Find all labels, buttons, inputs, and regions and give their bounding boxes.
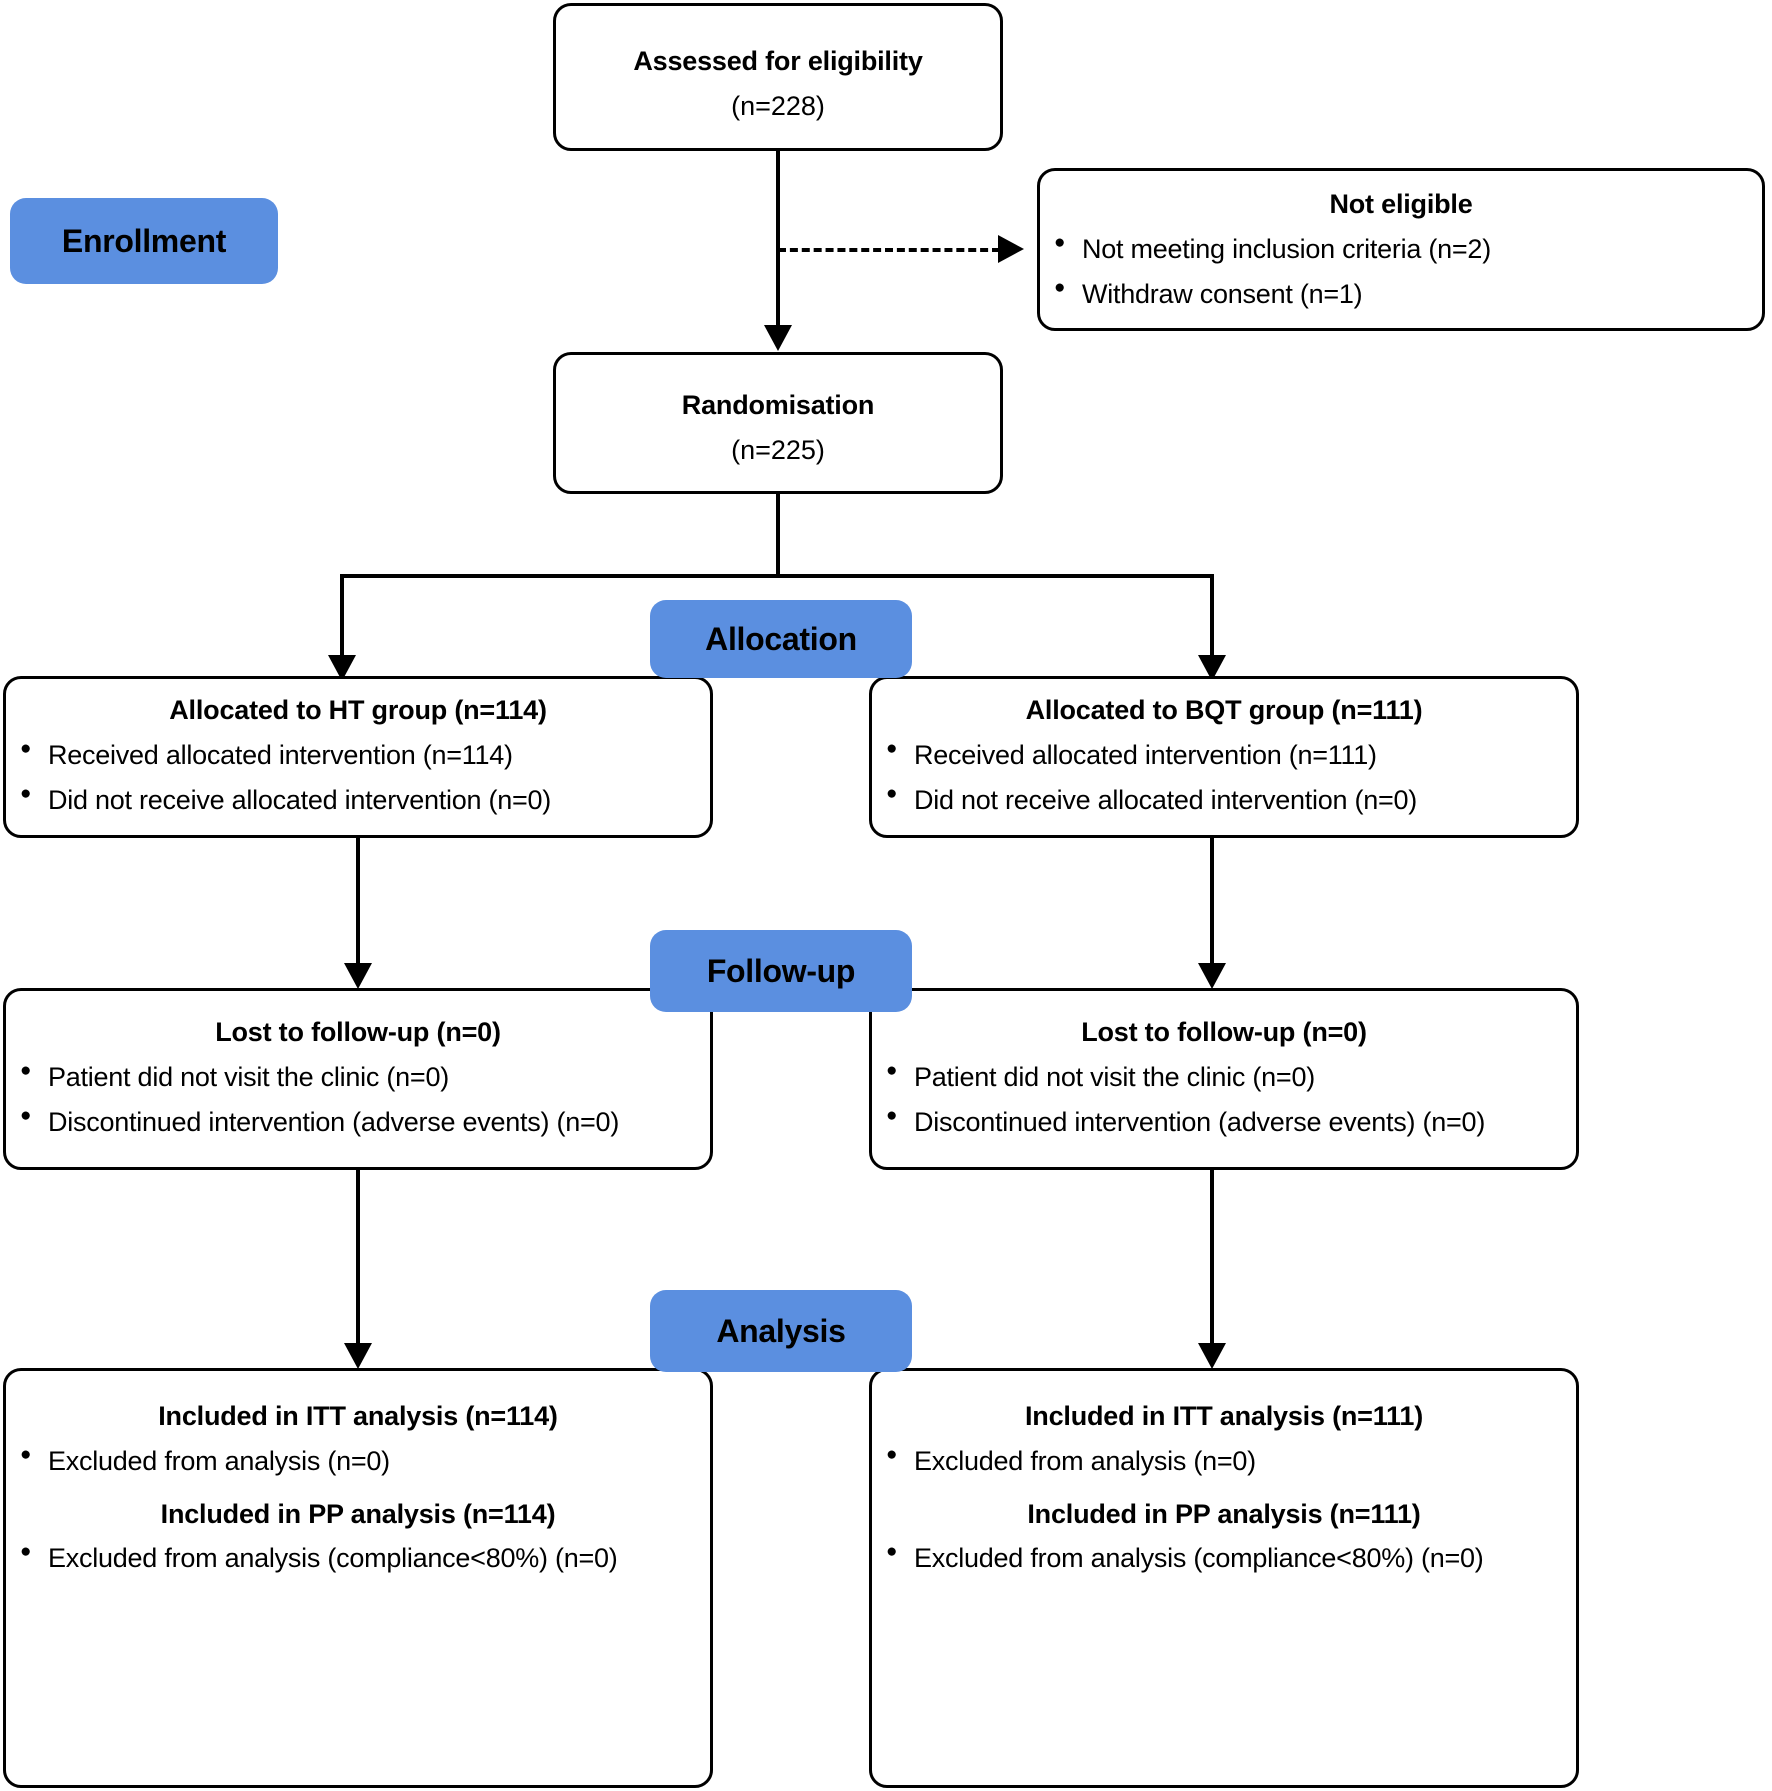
arrowhead-followup-left — [344, 963, 372, 989]
node-assessed-for-eligibility: Assessed for eligibility (n=228) — [553, 3, 1003, 151]
node-not-eligible: Not eligible Not meeting inclusion crite… — [1037, 168, 1765, 331]
node-allocation-right: Allocated to BQT group (n=111) Received … — [869, 676, 1579, 838]
phase-badge-enrollment: Enrollment — [10, 198, 278, 284]
list-item: Received allocated intervention (n=111) — [872, 737, 1576, 773]
phase-badge-enrollment-label: Enrollment — [61, 222, 227, 259]
node-not-eligible-title: Not eligible — [1329, 189, 1473, 219]
phase-badge-allocation-label: Allocation — [705, 620, 857, 657]
node-analysis-left-itt-list: Excluded from analysis (n=0) — [6, 1443, 710, 1479]
connector-split-left — [340, 574, 344, 660]
node-analysis-left-itt-title: Included in ITT analysis (n=114) — [158, 1401, 558, 1431]
node-followup-left: Lost to follow-up (n=0) Patient did not … — [3, 988, 713, 1170]
arrowhead-randomisation — [764, 325, 792, 351]
list-item: Did not receive allocated intervention (… — [872, 782, 1576, 818]
node-analysis-right-pp-title: Included in PP analysis (n=111) — [1027, 1498, 1421, 1529]
node-followup-right-list: Patient did not visit the clinic (n=0) D… — [872, 1059, 1576, 1140]
node-analysis-right-pp-list: Excluded from analysis (compliance<80%) … — [872, 1540, 1576, 1576]
connector-assessed-to-randomisation — [776, 151, 780, 329]
list-item: Received allocated intervention (n=114) — [6, 737, 710, 773]
connector-split-right — [1210, 574, 1214, 660]
node-allocation-right-title: Allocated to BQT group (n=111) — [1025, 695, 1423, 725]
node-followup-right: Lost to follow-up (n=0) Patient did not … — [869, 988, 1579, 1170]
node-followup-left-list: Patient did not visit the clinic (n=0) D… — [6, 1059, 710, 1140]
phase-badge-followup-label: Follow-up — [706, 952, 856, 989]
node-analysis-right: Included in ITT analysis (n=111) Exclude… — [869, 1368, 1579, 1788]
phase-badge-followup: Follow-up — [650, 930, 912, 1012]
list-item: Discontinued intervention (adverse event… — [872, 1104, 1576, 1140]
phase-badge-allocation: Allocation — [650, 600, 912, 678]
connector-randomisation-stem — [776, 494, 780, 576]
node-assessed-subtitle: (n=228) — [731, 90, 825, 121]
node-analysis-right-itt-list: Excluded from analysis (n=0) — [872, 1443, 1576, 1479]
arrowhead-followup-right — [1198, 963, 1226, 989]
connector-assessed-to-not-eligible — [778, 248, 1000, 252]
list-item: Excluded from analysis (compliance<80%) … — [872, 1540, 1576, 1576]
list-item: Not meeting inclusion criteria (n=2) — [1040, 231, 1762, 267]
list-item: Withdraw consent (n=1) — [1040, 276, 1762, 312]
node-followup-right-title: Lost to follow-up (n=0) — [1081, 1017, 1367, 1047]
list-item: Discontinued intervention (adverse event… — [6, 1104, 710, 1140]
node-allocation-left-title: Allocated to HT group (n=114) — [169, 695, 547, 725]
phase-badge-analysis: Analysis — [650, 1290, 912, 1372]
arrowhead-analysis-right — [1198, 1343, 1226, 1369]
list-item: Excluded from analysis (n=0) — [872, 1443, 1576, 1479]
list-item: Excluded from analysis (n=0) — [6, 1443, 710, 1479]
node-analysis-left: Included in ITT analysis (n=114) Exclude… — [3, 1368, 713, 1788]
list-item: Patient did not visit the clinic (n=0) — [872, 1059, 1576, 1095]
node-analysis-right-itt-title: Included in ITT analysis (n=111) — [1025, 1401, 1423, 1431]
node-assessed-title: Assessed for eligibility — [633, 46, 923, 76]
connector-allocation-left-to-followup — [356, 838, 360, 968]
node-not-eligible-list: Not meeting inclusion criteria (n=2) Wit… — [1040, 231, 1762, 312]
list-item: Excluded from analysis (compliance<80%) … — [6, 1540, 710, 1576]
arrowhead-analysis-left — [344, 1343, 372, 1369]
connector-followup-right-to-analysis — [1210, 1170, 1214, 1348]
node-randomisation: Randomisation (n=225) — [553, 352, 1003, 494]
connector-randomisation-split — [340, 574, 1214, 578]
list-item: Did not receive allocated intervention (… — [6, 782, 710, 818]
node-followup-left-title: Lost to follow-up (n=0) — [215, 1017, 501, 1047]
node-allocation-left: Allocated to HT group (n=114) Received a… — [3, 676, 713, 838]
node-randomisation-subtitle: (n=225) — [731, 434, 825, 465]
phase-badge-analysis-label: Analysis — [716, 1312, 846, 1349]
node-allocation-left-list: Received allocated intervention (n=114) … — [6, 737, 710, 818]
connector-followup-left-to-analysis — [356, 1170, 360, 1348]
connector-allocation-right-to-followup — [1210, 838, 1214, 968]
node-analysis-left-pp-title: Included in PP analysis (n=114) — [160, 1498, 556, 1529]
node-randomisation-title: Randomisation — [681, 390, 875, 420]
list-item: Patient did not visit the clinic (n=0) — [6, 1059, 710, 1095]
arrowhead-not-eligible — [998, 235, 1024, 263]
node-allocation-right-list: Received allocated intervention (n=111) … — [872, 737, 1576, 818]
node-analysis-left-pp-list: Excluded from analysis (compliance<80%) … — [6, 1540, 710, 1576]
